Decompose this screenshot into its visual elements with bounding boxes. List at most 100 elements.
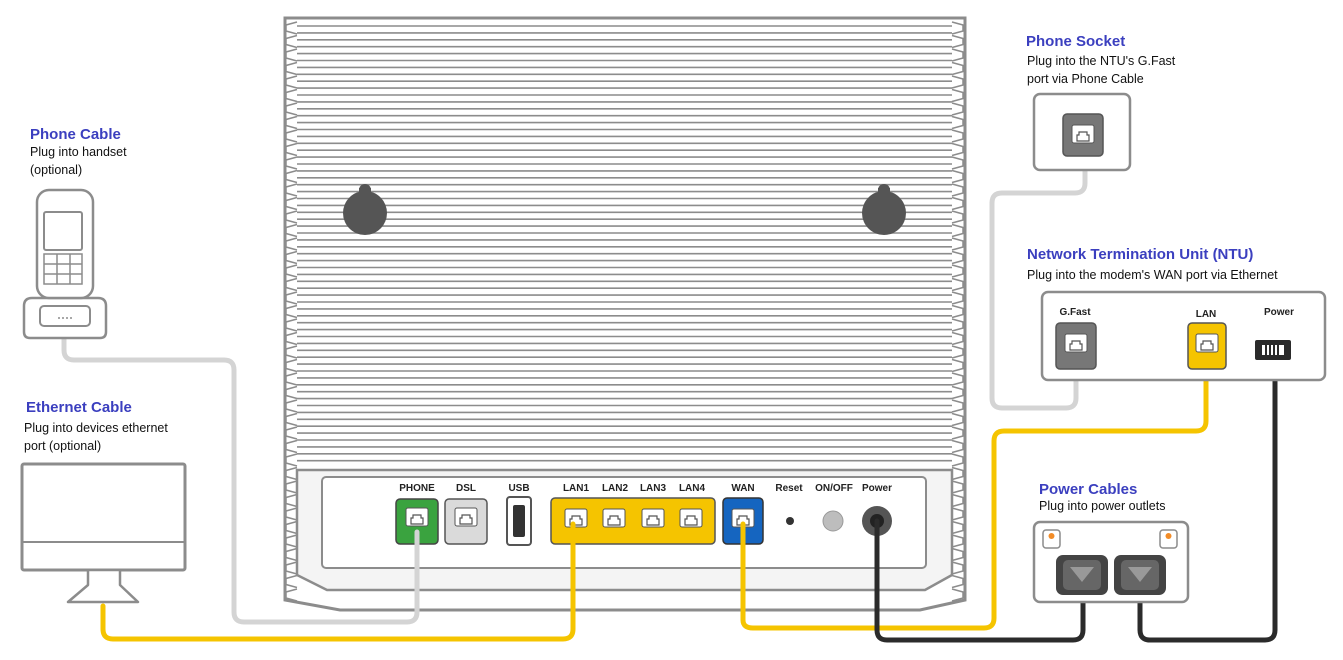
edge-tooth-right [951,358,964,373]
modem-vent-fins [297,25,952,462]
phone-cable-handset [61,333,420,625]
edge-tooth-left [285,426,298,440]
phone-socket-icon [1032,92,1132,172]
edge-tooth-left [285,466,298,481]
edge-tooth-left [285,345,298,359]
edge-tooth-left [285,493,298,508]
edge-tooth-left [285,277,298,292]
port-label-lan1: LAN1 [563,483,590,494]
edge-tooth-right [951,102,964,116]
wall-mount-hole-right [862,184,906,235]
edge-tooth-right [951,480,964,494]
edge-tooth-right [951,399,964,413]
cables [61,147,1278,643]
edge-tooth-left [285,196,298,211]
edge-tooth-left [285,520,298,535]
edge-tooth-right [951,345,964,359]
edge-tooth-left [285,358,298,373]
edge-tooth-left [285,507,298,521]
ntu-power-port [1255,340,1291,360]
edge-tooth-right [951,169,964,184]
callout-title: Phone Cable [30,126,121,143]
dsl-port [444,498,488,545]
callout-desc: Plug into the modem's WAN port via Ether… [1027,268,1278,282]
edge-tooth-left [285,547,298,562]
edge-tooth-right [951,61,964,76]
edge-tooth-right [951,183,964,197]
callout-title: Ethernet Cable [26,399,132,416]
callout-desc: port via Phone Cable [1027,72,1144,86]
ntu-port-label-gfast: G.Fast [1059,307,1091,318]
ntu-device-icon: G.Fast LAN Power [1040,290,1327,382]
edge-tooth-right [951,115,964,130]
edge-tooth-right [951,453,964,467]
edge-tooth-left [285,156,298,170]
edge-tooth-left [285,291,298,305]
edge-tooth-left [285,142,298,157]
power-outlet-icon [1032,520,1190,604]
edge-tooth-left [285,250,298,265]
callout-phone-socket: Phone Socket Plug into the NTU's G.Fast … [1026,33,1176,86]
callout-ntu: Network Termination Unit (NTU) Plug into… [1027,246,1278,282]
callout-power-cables: Power Cables Plug into power outlets [1039,481,1165,513]
ntu-port-label-lan: LAN [1196,309,1217,320]
modem-port-labels: PHONE DSL USB LAN1 LAN2 LAN3 LAN4 WAN Re… [399,483,892,494]
edge-tooth-left [285,21,298,35]
edge-tooth-left [285,372,298,386]
edge-tooth-right [951,466,964,481]
edge-tooth-right [951,331,964,346]
edge-tooth-right [951,291,964,305]
power-plug-right [1114,555,1166,595]
edge-tooth-left [285,237,298,251]
ethernet-cable-wan [740,345,1209,631]
modem-ports [395,496,892,546]
edge-tooth-right [951,196,964,211]
edge-tooth-right [951,21,964,35]
port-label-lan2: LAN2 [602,483,629,494]
edge-tooth-right [951,372,964,386]
power-plug-left [1056,555,1108,595]
edge-tooth-right [951,547,964,562]
callout-title: Network Termination Unit (NTU) [1027,246,1253,263]
port-label-usb: USB [508,483,529,494]
edge-tooth-left [285,210,298,224]
callout-desc: Plug into the NTU's G.Fast [1027,54,1176,68]
port-label-wan: WAN [731,483,754,494]
edge-tooth-right [951,304,964,319]
callout-desc: Plug into handset [30,145,127,159]
edge-tooth-right [951,237,964,251]
lan-ports [550,497,716,545]
edge-tooth-left [285,480,298,494]
edge-tooth-left [285,412,298,427]
power-cable-modem [874,518,1086,643]
edge-tooth-left [285,223,298,238]
edge-tooth-left [285,48,298,62]
usb-port [506,496,532,546]
port-label-power: Power [862,483,892,494]
port-label-onoff: ON/OFF [815,483,853,494]
outlet-switch-right [1159,529,1178,549]
callout-desc: Plug into devices ethernet [24,421,168,435]
edge-tooth-left [285,304,298,319]
callout-title: Power Cables [1039,481,1137,498]
edge-tooth-left [285,169,298,184]
ntu-port-label-power: Power [1264,307,1294,318]
edge-tooth-left [285,75,298,89]
edge-tooth-right [951,210,964,224]
callout-title: Phone Socket [1026,33,1125,50]
phone-cable-socket [989,147,1088,411]
edge-tooth-right [951,318,964,332]
edge-tooth-right [951,223,964,238]
modem-device-icon [283,16,967,612]
edge-tooth-right [951,264,964,278]
edge-tooth-right [951,561,964,575]
edge-tooth-right [951,439,964,454]
edge-tooth-right [951,426,964,440]
edge-tooth-right [951,412,964,427]
edge-tooth-left [285,453,298,467]
port-label-dsl: DSL [456,483,476,494]
edge-tooth-left [285,34,298,49]
reset-pinhole [786,517,794,525]
edge-tooth-right [951,129,964,143]
